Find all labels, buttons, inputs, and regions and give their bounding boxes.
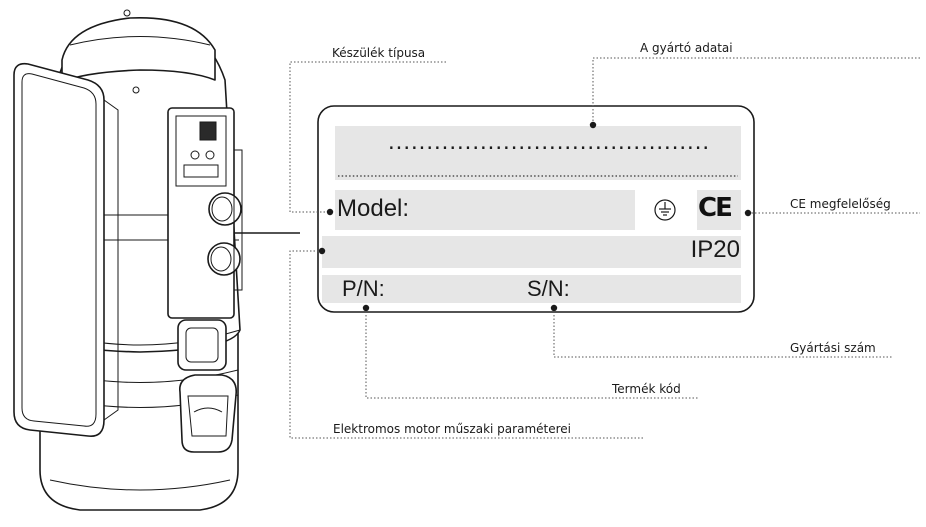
pn-sn-field: [322, 275, 741, 303]
device-top-cap: [61, 16, 216, 83]
nameplate: [317, 105, 755, 313]
callout-serial-number: Gyártási szám: [790, 341, 876, 355]
vacuum-unit-illustration: [13, 9, 243, 511]
model-field: [335, 190, 635, 230]
ce-mark: CE: [698, 193, 733, 223]
device-front-panel: [13, 62, 119, 437]
ip-rating: IP20: [690, 236, 740, 263]
lower-inlet-knob: [207, 242, 241, 276]
model-label: Model:: [337, 195, 410, 222]
pn-label: P/N:: [342, 276, 385, 301]
manufacturer-placeholder: ........................................…: [388, 128, 711, 155]
ip-field: [322, 236, 741, 268]
callout-device-type: Készülék típusa: [332, 46, 426, 60]
device-control-strip: [167, 107, 243, 319]
sn-label: S/N:: [527, 276, 570, 301]
protective-earth-icon: [654, 199, 676, 221]
manufacturer-field: [335, 126, 741, 180]
ce-field: [697, 190, 741, 230]
callout-motor-parameters: Elektromos motor műszaki paraméterei: [333, 422, 571, 436]
callout-manufacturer: A gyártó adatai: [640, 41, 733, 55]
callout-ce-conformity: CE megfelelőség: [790, 197, 891, 211]
upper-inlet-knob: [208, 192, 242, 226]
callout-product-code: Termék kód: [612, 382, 681, 396]
leader-lines: [289, 57, 920, 439]
device-latch-clips: [177, 319, 238, 453]
